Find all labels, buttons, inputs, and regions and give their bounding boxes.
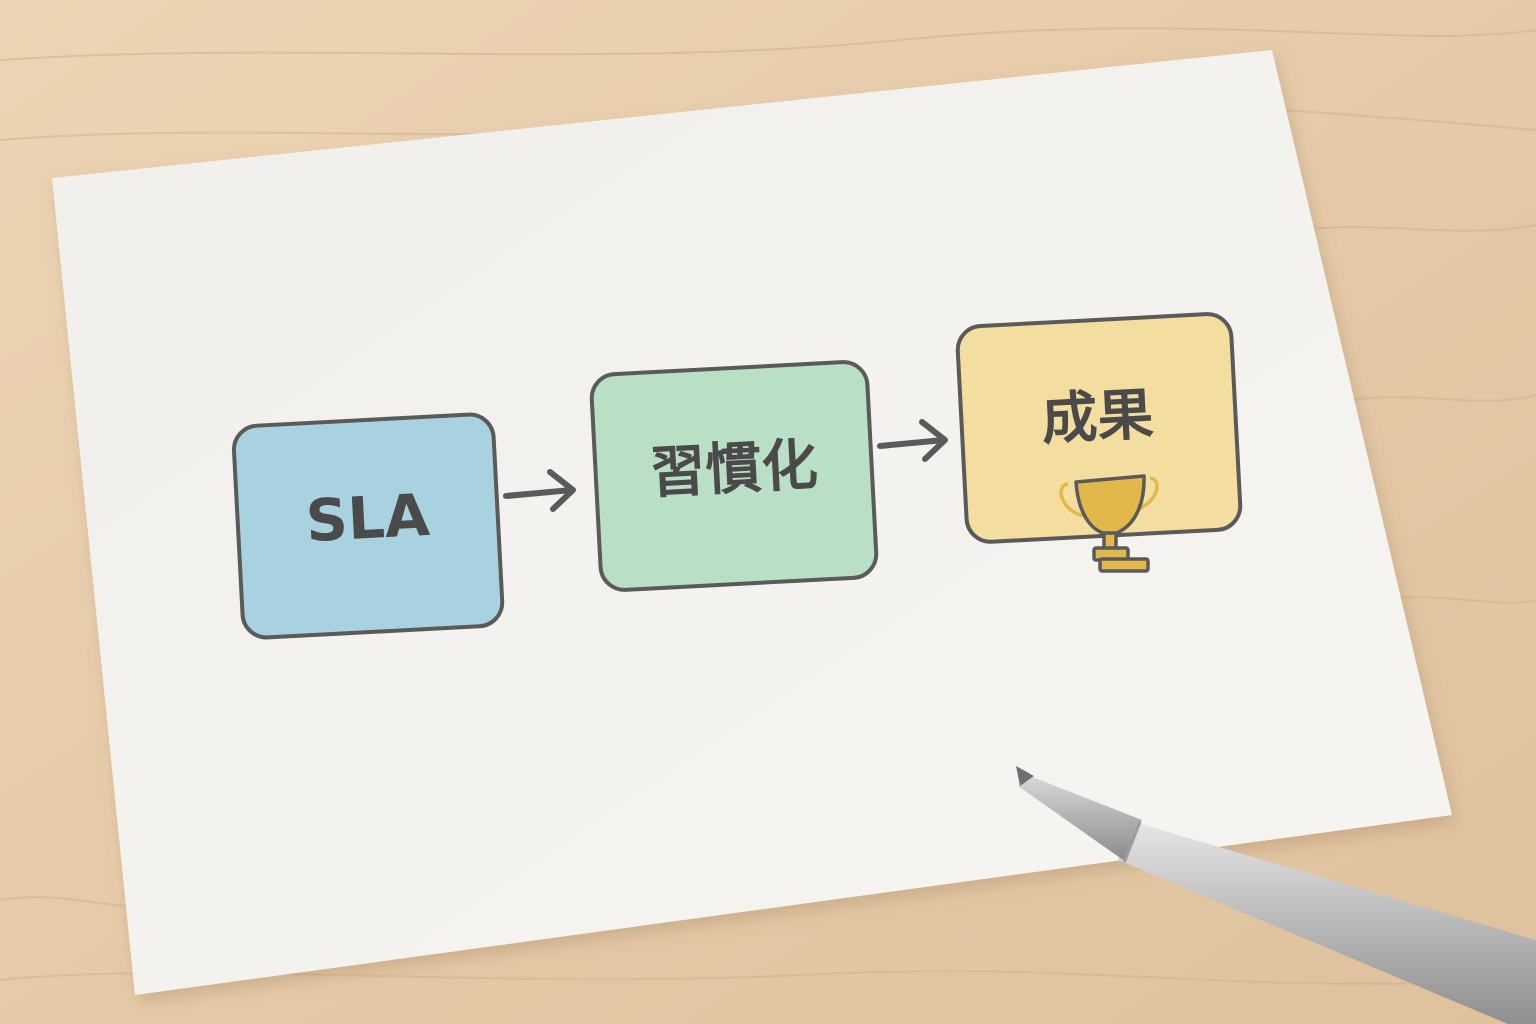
node-habit-label: 習慣化 xyxy=(648,433,819,507)
node-sla-label: SLA xyxy=(304,481,431,555)
pen xyxy=(1016,766,1536,1024)
flow-diagram: SLA 習慣化 成果 xyxy=(231,312,1243,640)
node-sla: SLA xyxy=(231,412,505,640)
trophy-foot xyxy=(1098,557,1150,573)
arrow-habit-to-result xyxy=(877,419,948,462)
node-habit: 習慣化 xyxy=(589,360,879,592)
pen-ring xyxy=(1122,821,1142,863)
pen-cone xyxy=(1018,776,1142,862)
node-result-label: 成果 xyxy=(1040,382,1155,453)
trophy-icon xyxy=(1059,474,1159,573)
pen-tip xyxy=(1016,766,1034,786)
arrow-sla-to-habit xyxy=(503,469,576,512)
pen-body xyxy=(1118,822,1536,1024)
node-habit-box xyxy=(589,360,879,592)
node-sla-box xyxy=(231,412,505,640)
